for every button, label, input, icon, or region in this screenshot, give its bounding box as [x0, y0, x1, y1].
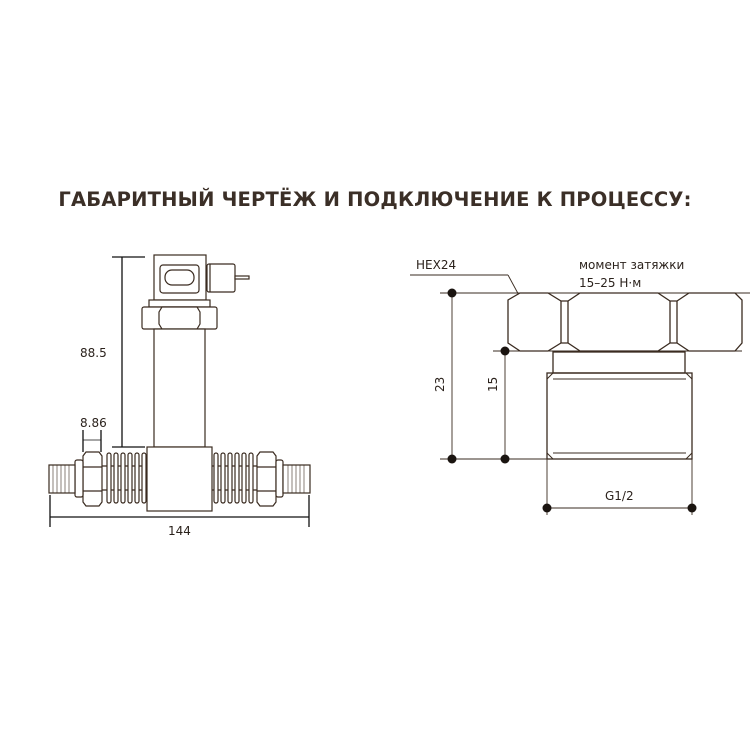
dim-total-label: 23	[433, 377, 447, 392]
thread-section	[546, 372, 693, 460]
hex-label: HEX24	[416, 258, 456, 272]
thread-label: G1/2	[605, 489, 634, 503]
dim-length-label: 144	[168, 524, 191, 538]
fitting-drawing	[410, 274, 750, 515]
dim-nut-label: 8.86	[80, 416, 107, 430]
dim-height-label: 88.5	[80, 346, 107, 360]
process-body	[146, 446, 213, 512]
torque-label-line1: момент затяжки	[579, 258, 684, 272]
right-fins	[213, 452, 254, 504]
torque-label-line2: 15–25 Н·м	[579, 276, 641, 290]
right-nut	[256, 451, 277, 507]
cable-connector	[206, 263, 236, 293]
left-thread	[48, 464, 76, 494]
tube	[153, 328, 206, 448]
transmitter-drawing	[48, 254, 311, 527]
page-title: ГАБАРИТНЫЙ ЧЕРТЁЖ И ПОДКЛЮЧЕНИЕ К ПРОЦЕС…	[58, 188, 692, 211]
dimension-dots	[447, 288, 697, 513]
dim-thread-label: 15	[486, 377, 500, 392]
hex-nut	[507, 292, 743, 352]
left-fins	[106, 452, 147, 504]
left-nut	[82, 451, 103, 507]
right-thread	[282, 464, 311, 494]
